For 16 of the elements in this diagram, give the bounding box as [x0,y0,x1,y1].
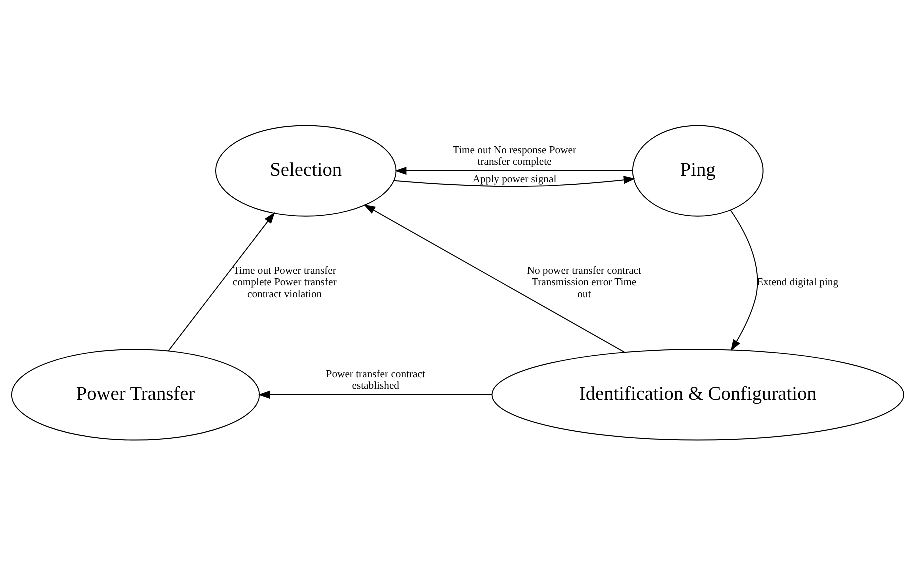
arrow [730,210,758,352]
arrow [168,212,276,352]
arrow [364,204,626,354]
node-ellipse: Power Transfer [11,349,260,441]
arrow [258,390,492,400]
edge-label: Apply power signal [472,174,557,186]
arrow [394,176,636,188]
edge-label: No power transfer contract Transmission error Time out [527,266,642,300]
node-ellipse: Selection [215,125,397,217]
edge-label: Power transfer contract established [326,369,426,392]
node-ellipse: Identification & Configuration [492,349,904,441]
edge-label: Extend digital ping [757,278,839,289]
edge-label: Time out No response Power transfer complete [452,145,577,168]
node-ellipse: Ping [632,125,764,217]
arrow [395,166,634,176]
edge-label: Time out Power transfer complete Power transfer contract violation [232,266,337,300]
